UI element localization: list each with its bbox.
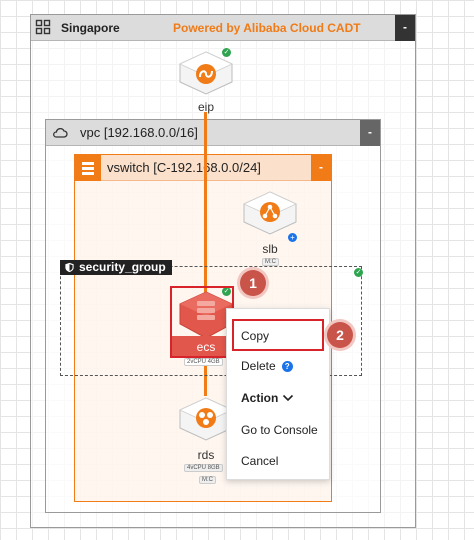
eip-node[interactable]: [176, 50, 236, 98]
vpc-header: vpc [192.168.0.0/16] -: [46, 120, 380, 146]
menu-item-action-label: Action: [241, 391, 279, 405]
vpc-cloud-icon: [53, 127, 68, 138]
vswitch-collapse-button[interactable]: -: [311, 155, 331, 181]
vpc-collapse-button[interactable]: -: [360, 120, 380, 146]
rds-label: rds: [197, 448, 215, 462]
add-icon[interactable]: +: [288, 233, 297, 242]
vswitch-header: vswitch [C-192.168.0.0/24] -: [75, 155, 331, 181]
security-group-title: security_group: [79, 260, 166, 274]
help-icon: ?: [281, 360, 293, 372]
slb-icon: [243, 191, 297, 235]
step-badge-2: 2: [327, 322, 353, 348]
menu-item-delete-label: Delete: [241, 359, 276, 373]
vswitch-icon: [75, 155, 101, 181]
region-header: Singapore Powered by Alibaba Cloud CADT …: [31, 15, 415, 41]
connection-line: [204, 360, 207, 396]
region-collapse-button[interactable]: -: [395, 15, 415, 41]
ecs-spec: 2vCPU 4GB: [184, 358, 223, 366]
rds-spec-mode: M:C: [199, 476, 216, 484]
copy-highlight-box: [232, 319, 324, 351]
step-badge-1: 1: [240, 270, 266, 296]
rds-spec: 4vCPU 8GB: [184, 464, 223, 472]
slb-spec: M:C: [262, 258, 279, 266]
shield-icon: [65, 262, 74, 273]
connection-line: [204, 112, 207, 296]
powered-by-label: Powered by Alibaba Cloud CADT: [173, 21, 361, 35]
menu-item-cancel[interactable]: Cancel: [241, 454, 279, 468]
status-ok-icon: ✓: [354, 268, 363, 277]
security-group-label: security_group: [60, 260, 172, 275]
context-menu: Copy Delete ? Action Go to Console Cance…: [226, 308, 330, 480]
ecs-node[interactable]: [176, 290, 236, 342]
menu-item-action[interactable]: Action: [241, 391, 294, 405]
eip-label: eip: [197, 100, 214, 114]
chevron-down-icon: [283, 394, 294, 402]
ecs-label-selected: ecs: [196, 340, 216, 354]
vswitch-title: vswitch [C-192.168.0.0/24]: [107, 160, 261, 175]
ecs-icon: [179, 291, 233, 339]
slb-label: slb: [262, 242, 278, 256]
vpc-title: vpc [192.168.0.0/16]: [80, 125, 198, 140]
region-title: Singapore: [61, 21, 120, 35]
eip-icon: [179, 51, 233, 95]
menu-item-go-to-console[interactable]: Go to Console: [241, 423, 318, 437]
region-icon: [35, 19, 51, 35]
menu-item-delete[interactable]: Delete ?: [241, 359, 293, 373]
status-ok-icon: ✓: [222, 48, 231, 57]
slb-node[interactable]: [240, 190, 300, 238]
status-ok-icon: ✓: [222, 287, 231, 296]
ecs-label-bg: [172, 336, 232, 356]
menu-item-copy[interactable]: Copy: [241, 329, 270, 343]
security-group-boundary: [60, 266, 362, 376]
